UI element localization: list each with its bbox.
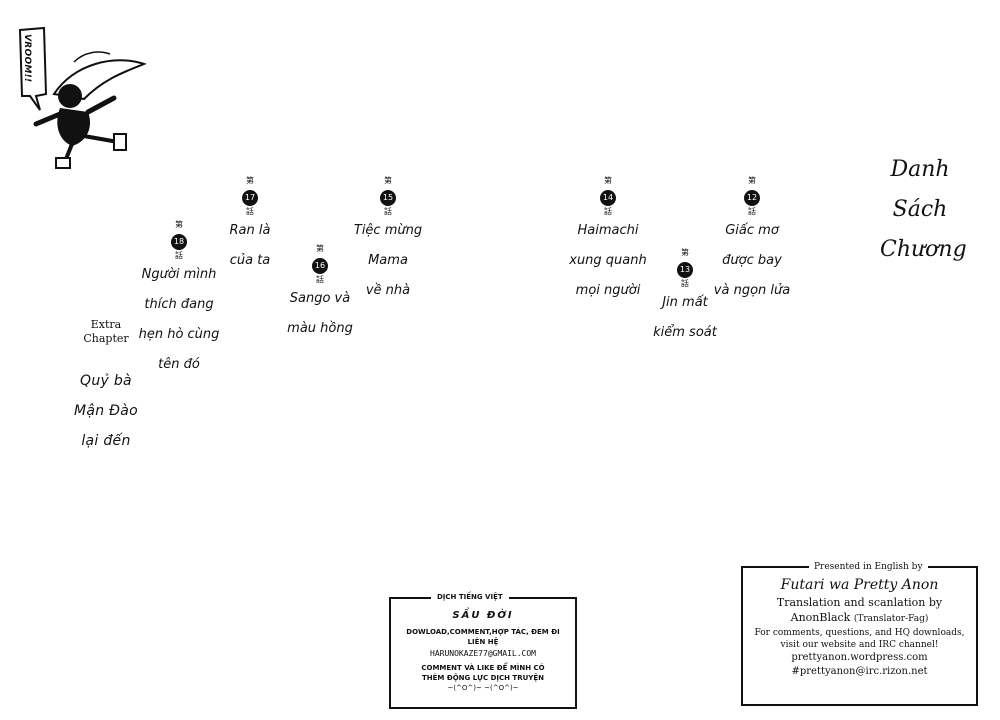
vn-credit-line: COMMENT VÀ LIKE ĐỂ MÌNH CÓ [421, 664, 545, 672]
chapter-number-badge: 15 [380, 190, 396, 206]
chapter-title-line: được bay [722, 253, 782, 268]
kanji-dai: 第 [748, 176, 756, 185]
vn-credit-email[interactable]: HARUNOKAZE77@GMAIL.COM [430, 649, 536, 658]
chapter-title-line: Haimachi [577, 223, 639, 238]
chapter-title-line: lại đến [81, 433, 131, 449]
chapter-title-line: màu hồng [287, 321, 353, 336]
sfx-vroom: VROOM!! [22, 34, 32, 83]
chapter-title-line: kiểm soát [653, 325, 717, 340]
chapter-number-badge: 13 [677, 262, 693, 278]
vn-credit-line: DOWLOAD,COMMENT,HỢP TÁC, ĐEM ĐI [406, 628, 560, 636]
flying-character-illustration [14, 24, 164, 174]
kanji-dai: 第 [175, 220, 183, 229]
chapter-title-line: Giấc mơ [725, 223, 779, 238]
chapter-title-line: Mận Đào [73, 403, 139, 419]
chapter-number-badge: 18 [171, 234, 187, 250]
english-credit-box: Presented in English by Futari wa Pretty… [741, 560, 978, 706]
chapter-title-line: Tiệc mừng [353, 223, 423, 238]
extra-label: Extra [90, 318, 122, 331]
chapter-number-badge: 14 [600, 190, 616, 206]
kanji-dai: 第 [246, 176, 254, 185]
chapter-list-title: Danh Sách Chương [880, 150, 967, 270]
chapter-number-badge: 16 [312, 258, 328, 274]
kanji-wa: 話 [175, 251, 183, 260]
chapter-13[interactable]: 第 13 話 Jin mất kiểm soát [645, 248, 725, 348]
title-line: Danh [890, 157, 950, 182]
chapter-title-line: Quỷ bà [80, 373, 132, 389]
kanji-wa: 話 [681, 279, 689, 288]
kanji-wa: 話 [748, 207, 756, 216]
chapter-16[interactable]: 第 16 話 Sango và màu hồng [280, 244, 360, 344]
en-credit-line: For comments, questions, and HQ download… [754, 628, 965, 638]
title-line: Chương [880, 237, 967, 262]
vn-credit-emoticons: ~(^O^)~ ~(^O^)~ [447, 684, 519, 692]
extra-chapter[interactable]: Extra Chapter Quỷ bà Mận Đào lại đến [64, 318, 148, 456]
chapter-18[interactable]: 第 18 話 Người mình thích đang hẹn hò cùng… [134, 220, 224, 380]
vietnamese-credit-box: DỊCH TIẾNG VIỆT SẦU ĐỜI DOWLOAD,COMMENT,… [389, 591, 577, 709]
en-irc-link[interactable]: #prettyanon@irc.rizon.net [791, 666, 928, 677]
vn-credit-heading: DỊCH TIẾNG VIỆT [431, 591, 509, 603]
en-group-name: Futari wa Pretty Anon [780, 577, 939, 593]
chapter-15[interactable]: 第 15 話 Tiệc mừng Mama về nhà [348, 176, 428, 306]
en-translator: AnonBlack (Translator-Fag) [743, 610, 976, 627]
chapter-12[interactable]: 第 12 話 Giấc mơ được bay và ngọn lửa [712, 176, 792, 306]
chapter-title-line: hẹn hò cùng [138, 327, 220, 342]
en-presented-label: Presented in English by [809, 560, 928, 574]
chapter-number-badge: 17 [242, 190, 258, 206]
en-translator-name: AnonBlack [790, 611, 851, 624]
kanji-dai: 第 [681, 248, 689, 257]
kanji-wa: 話 [246, 207, 254, 216]
chapter-title-line: về nhà [365, 283, 411, 298]
en-credit-line: visit our website and IRC channel! [780, 640, 939, 650]
kanji-dai: 第 [316, 244, 324, 253]
chapter-title-line: của ta [229, 253, 271, 268]
chapter-title-line: và ngọn lửa [713, 283, 791, 298]
chapter-title-line: mọi người [575, 283, 641, 298]
kanji-wa: 話 [604, 207, 612, 216]
en-translator-note: (Translator-Fag) [853, 614, 929, 624]
chapter-title-line: Mama [368, 253, 408, 268]
chapter-title-line: Jin mất [662, 295, 708, 310]
kanji-dai: 第 [384, 176, 392, 185]
vn-group-name: SẦU ĐỜI [452, 610, 514, 621]
extra-label: Chapter [83, 332, 129, 345]
kanji-wa: 話 [384, 207, 392, 216]
chapter-title-line: thích đang [144, 297, 214, 312]
chapter-title-line: Ran là [229, 223, 271, 238]
vn-credit-line: LIÊN HỆ [467, 638, 499, 646]
vn-credit-line: THÊM ĐỘNG LỰC DỊCH TRUYỆN [422, 674, 544, 682]
chapter-title-line: xung quanh [569, 253, 647, 268]
en-credit-line: Translation and scanlation by [776, 596, 943, 609]
chapter-number-badge: 12 [744, 190, 760, 206]
title-line: Sách [892, 197, 948, 222]
chapter-title-line: tên đó [158, 357, 200, 372]
chapter-14[interactable]: 第 14 話 Haimachi xung quanh mọi người [568, 176, 648, 306]
chapter-17[interactable]: 第 17 話 Ran là của ta [210, 176, 290, 276]
kanji-wa: 話 [316, 275, 324, 284]
chapter-title-line: Sango và [289, 291, 351, 306]
en-website-link[interactable]: prettyanon.wordpress.com [791, 652, 928, 663]
chapter-title-line: Người mình [141, 267, 217, 282]
kanji-dai: 第 [604, 176, 612, 185]
